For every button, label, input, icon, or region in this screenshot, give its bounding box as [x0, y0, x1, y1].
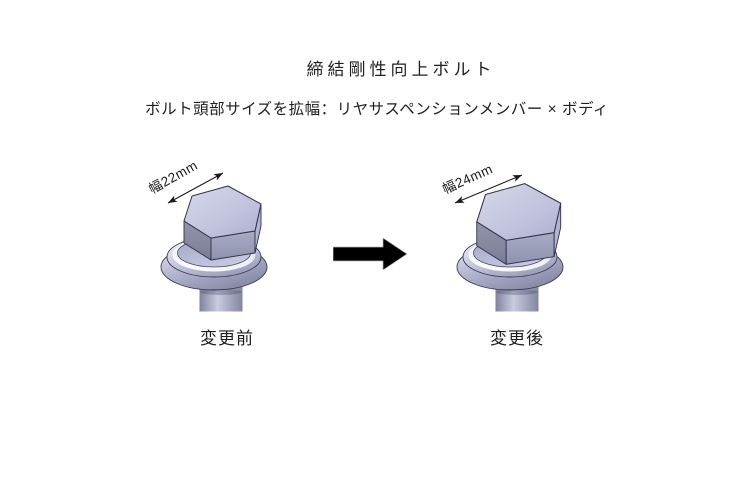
transition-arrow-icon [333, 238, 407, 270]
diagram-subtitle: ボルト頭部サイズを拡幅：リヤサスペンションメンバー × ボディ [145, 101, 609, 118]
dimension-label-after: 幅24mm [440, 161, 495, 196]
dimension-label-before: 幅22mm [146, 158, 200, 197]
bolt-flange-shadow [200, 289, 242, 295]
bolt-flange-shadow [496, 289, 538, 295]
bolt-after-illustration: 幅24mm [440, 161, 564, 312]
bolt-before-illustration: 幅22mm [146, 158, 268, 312]
bolt-hex-head [183, 185, 262, 261]
dimension-arrow-line [167, 172, 224, 204]
diagram-title: 締結剛性向上ボルト [306, 60, 496, 79]
bolt-hex-head [476, 183, 562, 265]
dimension-arrow-line [454, 174, 523, 204]
after-caption: 変更後 [490, 329, 544, 348]
before-caption: 変更前 [200, 329, 254, 348]
